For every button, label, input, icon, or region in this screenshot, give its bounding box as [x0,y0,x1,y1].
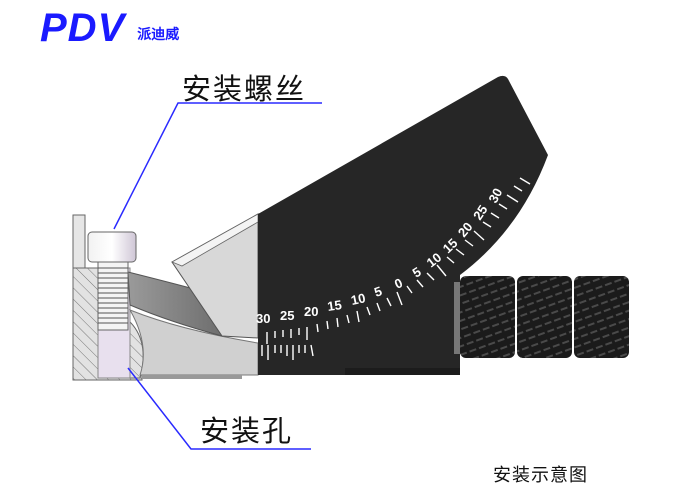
angle-gauge-body [258,75,548,375]
callout-leaders [113,102,322,450]
mounting-hole-label: 安装孔 [200,414,294,448]
brand-logo: PDV 派迪威 [40,6,179,50]
svg-text:20: 20 [304,304,318,319]
scale-numbers: 30 25 20 15 10 5 0 5 10 15 20 25 30 [256,186,505,326]
svg-text:25: 25 [470,202,491,222]
logo-mark: PDV [40,6,126,50]
diagram-caption: 安装示意图 [493,465,588,486]
mounting-screw-label: 安装螺丝 [182,72,307,106]
svg-text:25: 25 [280,308,294,323]
svg-text:5: 5 [372,283,384,300]
adjustment-knob [454,276,629,358]
svg-text:15: 15 [326,297,342,314]
grey-body [127,213,259,379]
svg-text:30: 30 [485,186,505,206]
mounting-screw [87,231,137,331]
svg-text:30: 30 [256,311,270,326]
brand-name-cn: 派迪威 [137,27,180,43]
svg-text:10: 10 [350,290,367,308]
angle-scale [261,177,531,360]
